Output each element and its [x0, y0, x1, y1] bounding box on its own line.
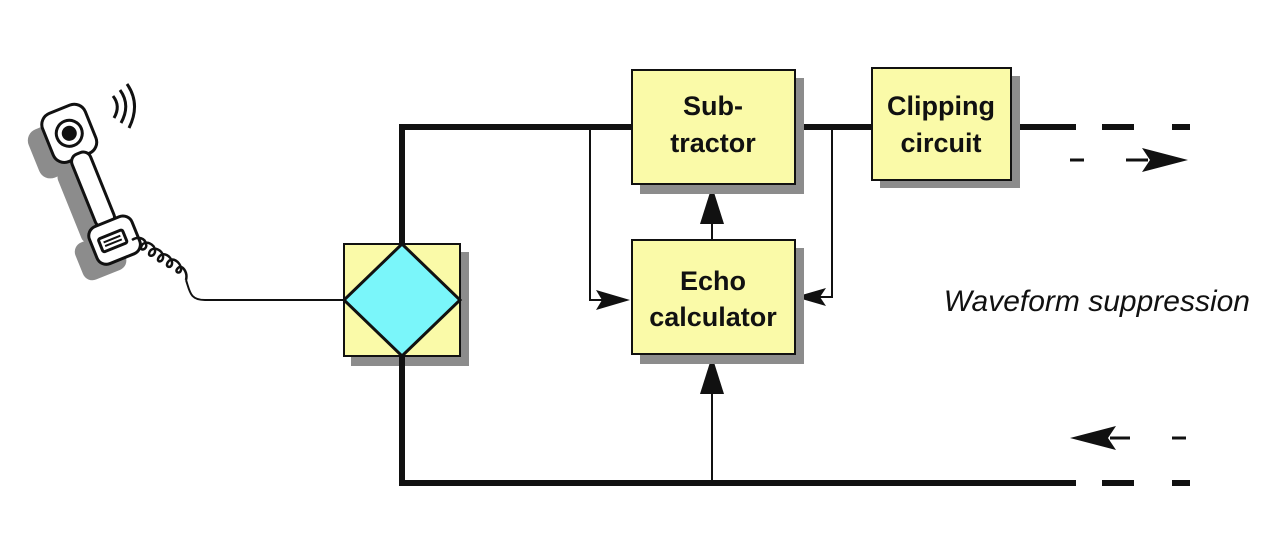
telephone-line [185, 279, 348, 301]
clipping-circuit-block: Clipping circuit [871, 67, 1020, 188]
clipping-label-line2: circuit [900, 128, 981, 158]
arrow-up-into-echo [700, 356, 724, 394]
signal-paths [399, 124, 1190, 486]
telephone-handset-icon [27, 83, 188, 281]
receive-direction-arrow [1070, 426, 1186, 450]
subtractor-label-line2: tractor [670, 128, 756, 158]
control-paths [589, 127, 833, 483]
arrowheads [596, 186, 826, 394]
subtractor-label-line1: Sub- [683, 91, 743, 121]
arrow-left-into-echo [795, 288, 826, 306]
clipping-label-line1: Clipping [887, 91, 995, 121]
echo-label-line1: Echo [680, 266, 746, 296]
echo-calculator-block: Echo calculator [631, 239, 804, 364]
hybrid-block [341, 241, 469, 366]
subtractor-block: Sub- tractor [631, 69, 804, 194]
arrow-right-into-echo [596, 290, 630, 310]
send-direction-arrow [1070, 148, 1188, 172]
arrow-up-into-subtractor [700, 186, 724, 224]
diagram-caption: Waveform suppression [944, 285, 1250, 318]
echo-label-line2: calculator [649, 302, 777, 332]
